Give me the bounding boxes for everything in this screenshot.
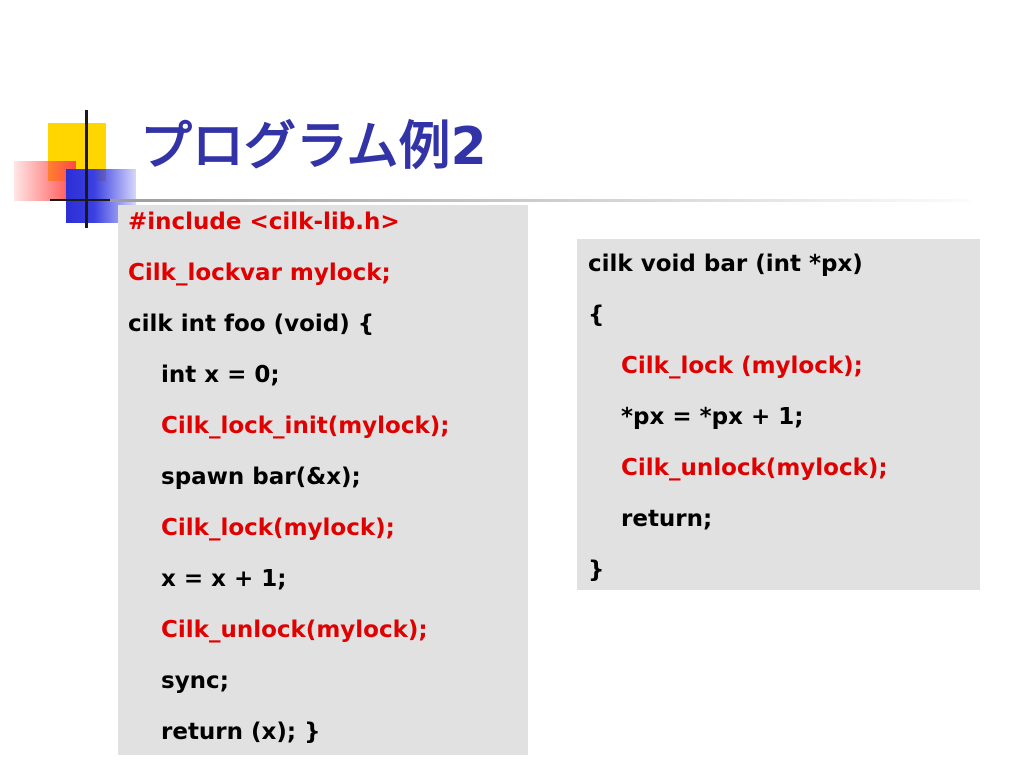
- code-line: {: [588, 302, 605, 328]
- code-line: cilk int foo (void) {: [128, 311, 375, 337]
- code-line: int x = 0;: [161, 362, 280, 388]
- code-block-bar: cilk void bar (int *px) { Cilk_lock (myl…: [577, 239, 980, 590]
- code-line: spawn bar(&x);: [161, 464, 361, 490]
- title-underline-rule: [110, 199, 970, 202]
- code-line: Cilk_lockvar mylock;: [128, 260, 391, 286]
- code-line: Cilk_unlock(mylock);: [161, 617, 428, 643]
- code-line: Cilk_lock_init(mylock);: [161, 413, 450, 439]
- slide-title: プログラム例2: [140, 117, 487, 177]
- code-line: #include <cilk-lib.h>: [128, 209, 400, 235]
- code-line: return;: [621, 506, 713, 532]
- code-line: sync;: [161, 668, 229, 694]
- code-block-foo: #include <cilk-lib.h> Cilk_lockvar myloc…: [118, 205, 528, 755]
- code-line: }: [588, 557, 605, 583]
- code-line: Cilk_unlock(mylock);: [621, 455, 888, 481]
- decorative-horizontal-line: [50, 199, 118, 201]
- code-line: Cilk_lock(mylock);: [161, 515, 395, 541]
- code-line: cilk void bar (int *px): [588, 251, 863, 277]
- code-line: *px = *px + 1;: [621, 404, 804, 430]
- decorative-vertical-line: [85, 110, 88, 228]
- decorative-red-bar: [14, 161, 76, 201]
- code-line: x = x + 1;: [161, 566, 287, 592]
- code-line: Cilk_lock (mylock);: [621, 353, 863, 379]
- code-line: return (x); }: [161, 719, 321, 745]
